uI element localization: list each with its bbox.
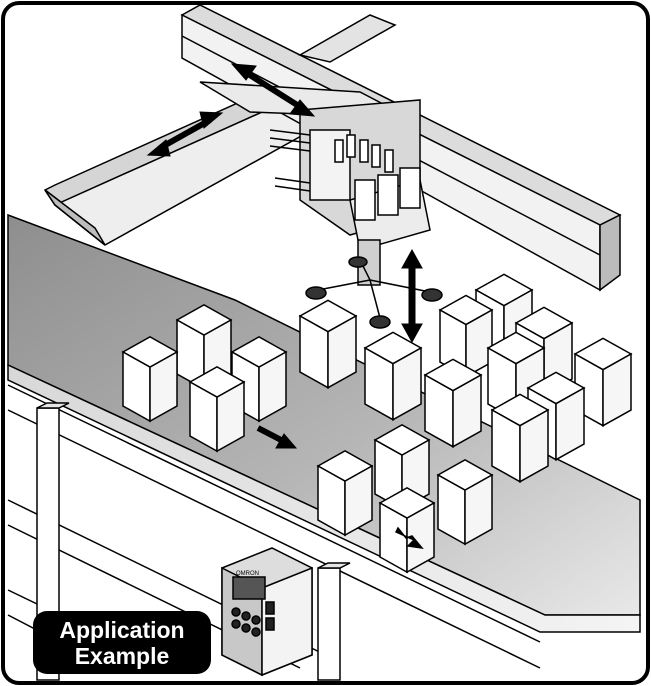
fence-post-right (317, 567, 341, 681)
arrow-y-travel (146, 111, 224, 157)
badge-line-1: Application (59, 617, 185, 643)
controller-brand: OMRON (236, 571, 259, 577)
vacuum-gripper (305, 239, 443, 329)
box-face (149, 350, 178, 423)
control-panel: OMRON (221, 547, 313, 677)
arrow-x-travel (230, 63, 316, 117)
controller-buttons (231, 601, 275, 637)
gantry-carriage (199, 81, 431, 251)
suction-cup (369, 315, 391, 329)
box-face (327, 314, 357, 389)
box-face (555, 386, 585, 461)
arrow-z-travel (401, 248, 423, 344)
suction-cup (348, 256, 368, 268)
box-face (519, 408, 549, 483)
arrow-conveyor-flow (256, 425, 298, 449)
suction-cup (305, 286, 327, 300)
box-face (392, 346, 422, 421)
belt-side (7, 363, 641, 633)
box-direction-arrow (394, 526, 424, 550)
gantry-rail-back (297, 14, 397, 63)
suction-cup (421, 288, 443, 302)
box-face (258, 350, 287, 423)
valve-fittings (334, 134, 394, 173)
badge-line-2: Example (74, 643, 170, 669)
boxes (121, 273, 633, 574)
box-face (344, 464, 373, 537)
box-face (602, 352, 632, 427)
application-example-badge: Application Example (33, 611, 211, 674)
box-face (216, 380, 245, 453)
box-face (452, 373, 482, 448)
controller-display (232, 576, 266, 600)
box-face (406, 501, 435, 574)
motion-arrows (146, 63, 423, 449)
box-face (464, 473, 493, 546)
